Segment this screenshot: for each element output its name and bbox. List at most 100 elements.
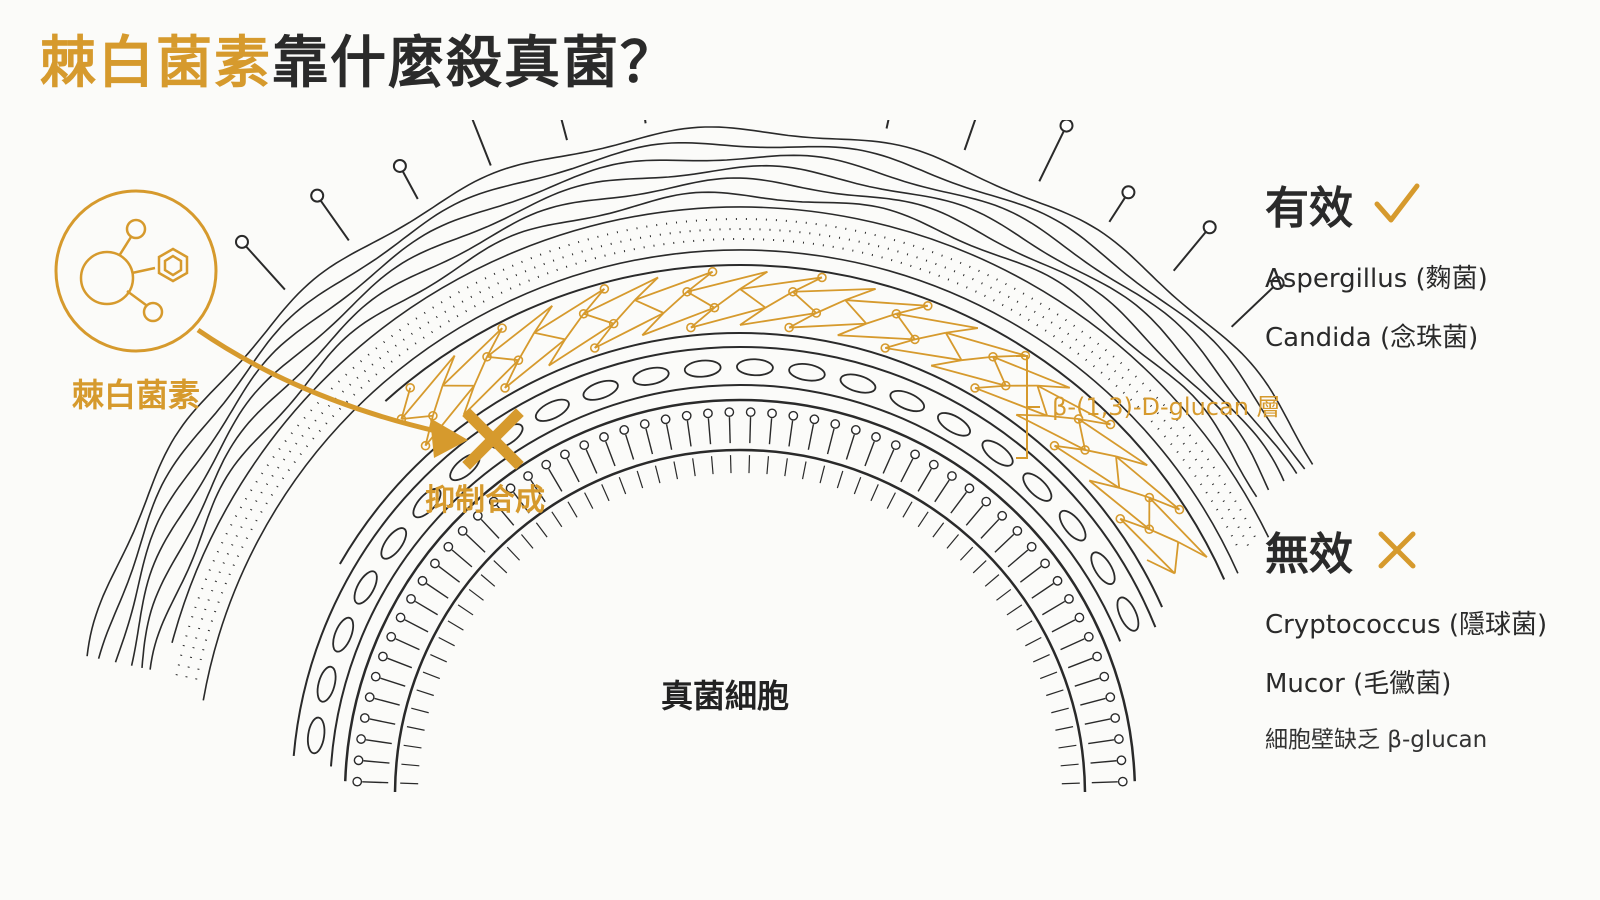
outer-fibril-layer (86, 126, 1314, 657)
lipid-tail (917, 511, 929, 528)
glucan-strand (844, 288, 876, 301)
lipid-tail (426, 583, 449, 599)
lipid-tail (601, 484, 610, 502)
lipid-tail (404, 619, 429, 633)
cell-label: 真菌細胞 (661, 677, 789, 715)
glucan-strand (486, 327, 503, 358)
lipid-tail (447, 620, 464, 631)
lipid-tail (864, 441, 875, 467)
lipid-head (1105, 692, 1116, 703)
surface-protein-stalk (241, 241, 286, 291)
lipid-tail (984, 574, 1000, 587)
lipid-tail (932, 522, 945, 538)
lipid-tail (654, 465, 661, 484)
lipid-tail (380, 677, 406, 687)
lipid-tail (1091, 781, 1118, 784)
lipid-head (359, 713, 370, 723)
lipid-tail (362, 781, 389, 784)
lipid-tail (369, 718, 396, 725)
lipid-tail (1006, 604, 1023, 616)
chitin-granule (1090, 551, 1116, 585)
glucan-strand (1078, 418, 1111, 426)
glucan-strand (974, 387, 1048, 417)
glucan-node (784, 322, 794, 333)
outer-fibril-layer (149, 191, 1258, 670)
lipid-tail (451, 549, 473, 568)
glucan-node (589, 343, 600, 353)
lipid-head (370, 671, 381, 682)
glucan-strand (1036, 385, 1048, 417)
lipid-tail (1051, 707, 1069, 714)
glucan-strand (1016, 413, 1048, 417)
lipid-tail (710, 456, 714, 475)
lipid-tail (567, 501, 578, 518)
glucan-node (1049, 440, 1060, 451)
lipid-tail (365, 739, 392, 745)
lipid-head (1026, 541, 1037, 552)
ineffective-heading: 無效 (1265, 518, 1547, 582)
lipid-tail (886, 492, 896, 509)
glucan-strand (1077, 418, 1086, 451)
glucan-node (811, 308, 822, 318)
glucan-strand (739, 306, 767, 326)
glucan-strand (686, 271, 714, 293)
dotted-layer-dots (185, 227, 1250, 678)
lipid-tail (625, 434, 635, 460)
dotted-layer-inner (202, 249, 1239, 701)
surface-protein-head (546, 78, 558, 90)
lipid-head (788, 410, 799, 421)
glucan-node (682, 286, 692, 297)
lipid-tail (414, 600, 439, 616)
lipid-tail (665, 424, 673, 450)
lipid-head (997, 510, 1008, 521)
glucan-strand (1148, 496, 1208, 558)
lipid-tail (673, 461, 679, 480)
glucan-node (1000, 380, 1011, 391)
glucan-strand (885, 347, 962, 362)
lipid-head (430, 558, 440, 569)
glucan-node (686, 322, 696, 333)
glucan-strand (1115, 455, 1148, 467)
lipid-head (505, 483, 516, 494)
glucan-strand (504, 338, 566, 389)
lipid-tail (1074, 677, 1100, 687)
lipid-tail (1060, 763, 1079, 767)
lipid-head (1116, 755, 1127, 766)
glucan-node (500, 383, 510, 393)
glucan-strand (739, 288, 767, 309)
glucan-strand (844, 299, 867, 325)
glucan-node (891, 308, 902, 319)
inhibit-label: 抑制合成 (425, 483, 545, 518)
lipid-tail (548, 468, 563, 492)
lipid-tail (618, 476, 627, 495)
chitin-granule (839, 373, 877, 394)
lipid-tail (636, 470, 644, 489)
chitin-granule (683, 359, 722, 378)
surface-protein-stalk (1172, 226, 1211, 272)
glucan-strand (486, 305, 553, 358)
ineffective-heading-text: 無效 (1265, 529, 1353, 580)
glucan-node (988, 351, 998, 362)
lipid-head (964, 483, 975, 494)
glucan-node (497, 323, 507, 333)
glucan-strand (462, 385, 476, 416)
glucan-node (1174, 504, 1185, 515)
glucan-strand (441, 355, 456, 386)
surface-protein-head (887, 92, 899, 104)
glucan-strand (815, 299, 846, 314)
lipid-tail (406, 726, 425, 731)
cell-layers (86, 78, 1314, 792)
lipid-tail (496, 504, 515, 526)
lipid-head (599, 432, 609, 442)
lipid-head (660, 414, 671, 425)
lipid-tail (707, 418, 712, 445)
drug-molecule-circle (54, 189, 218, 353)
surface-protein-stalk (1230, 282, 1279, 328)
lipid-tail (882, 449, 895, 474)
lipid-tail (980, 518, 1000, 539)
glucan-strand (548, 322, 615, 367)
glucan-strand (1036, 384, 1111, 426)
membrane-outer-line (343, 398, 1137, 782)
chitin-granule (736, 358, 774, 377)
surface-protein-stalk (963, 120, 977, 151)
